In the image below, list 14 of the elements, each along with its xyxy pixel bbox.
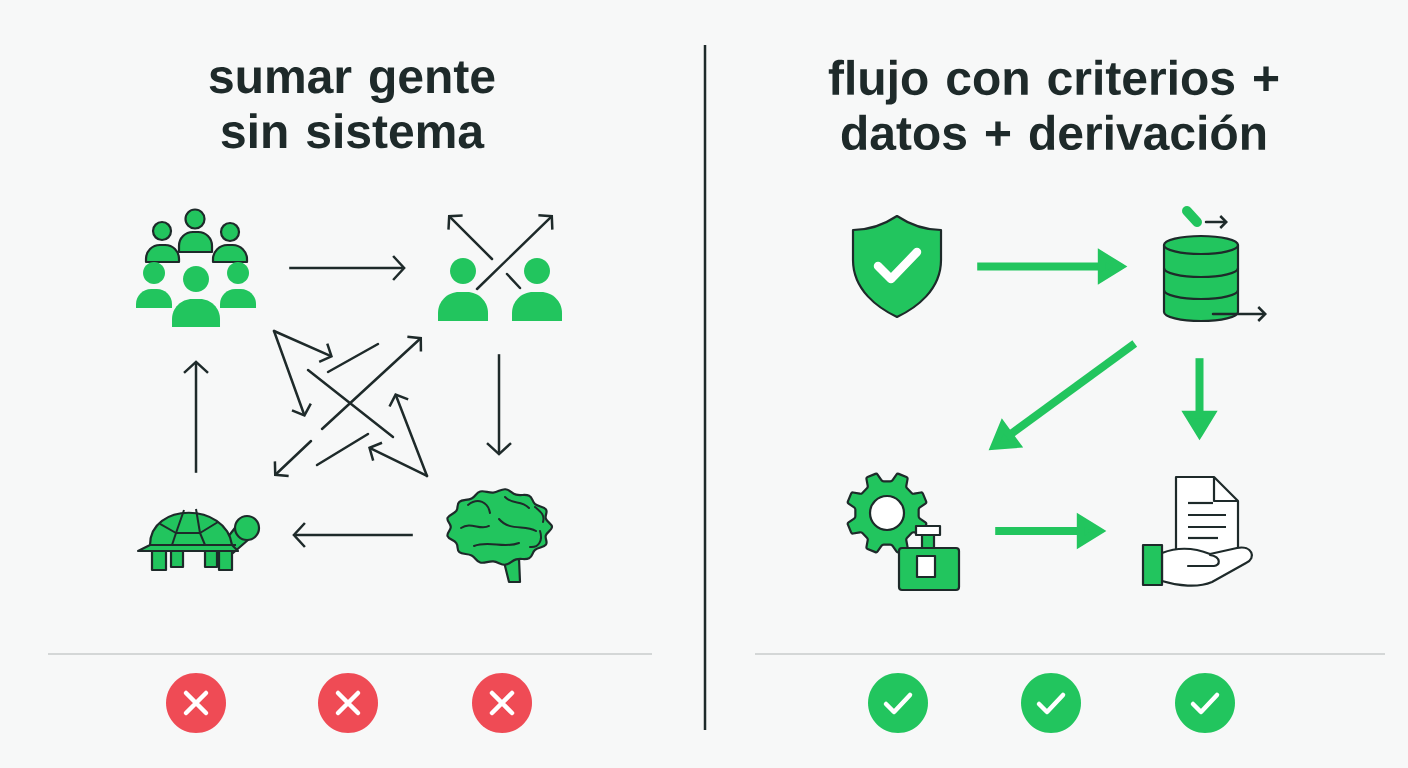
- database-icon: [1162, 206, 1267, 323]
- two-people-icon: [438, 214, 562, 321]
- gear-jar-icon: [846, 472, 961, 592]
- shield-check-icon: [851, 214, 943, 319]
- arrow: [292, 522, 413, 548]
- brain-icon: [446, 488, 554, 584]
- arrow: [289, 255, 406, 281]
- hand-document-icon: [1141, 475, 1253, 587]
- heading: flujo con criterios + datos + derivación: [828, 59, 1279, 151]
- arrow: [183, 360, 209, 473]
- arrow: [486, 354, 512, 456]
- turtle-icon: [136, 508, 261, 572]
- heading: sumar gente sin sistema: [209, 61, 495, 149]
- people-group-icon: [136, 208, 256, 327]
